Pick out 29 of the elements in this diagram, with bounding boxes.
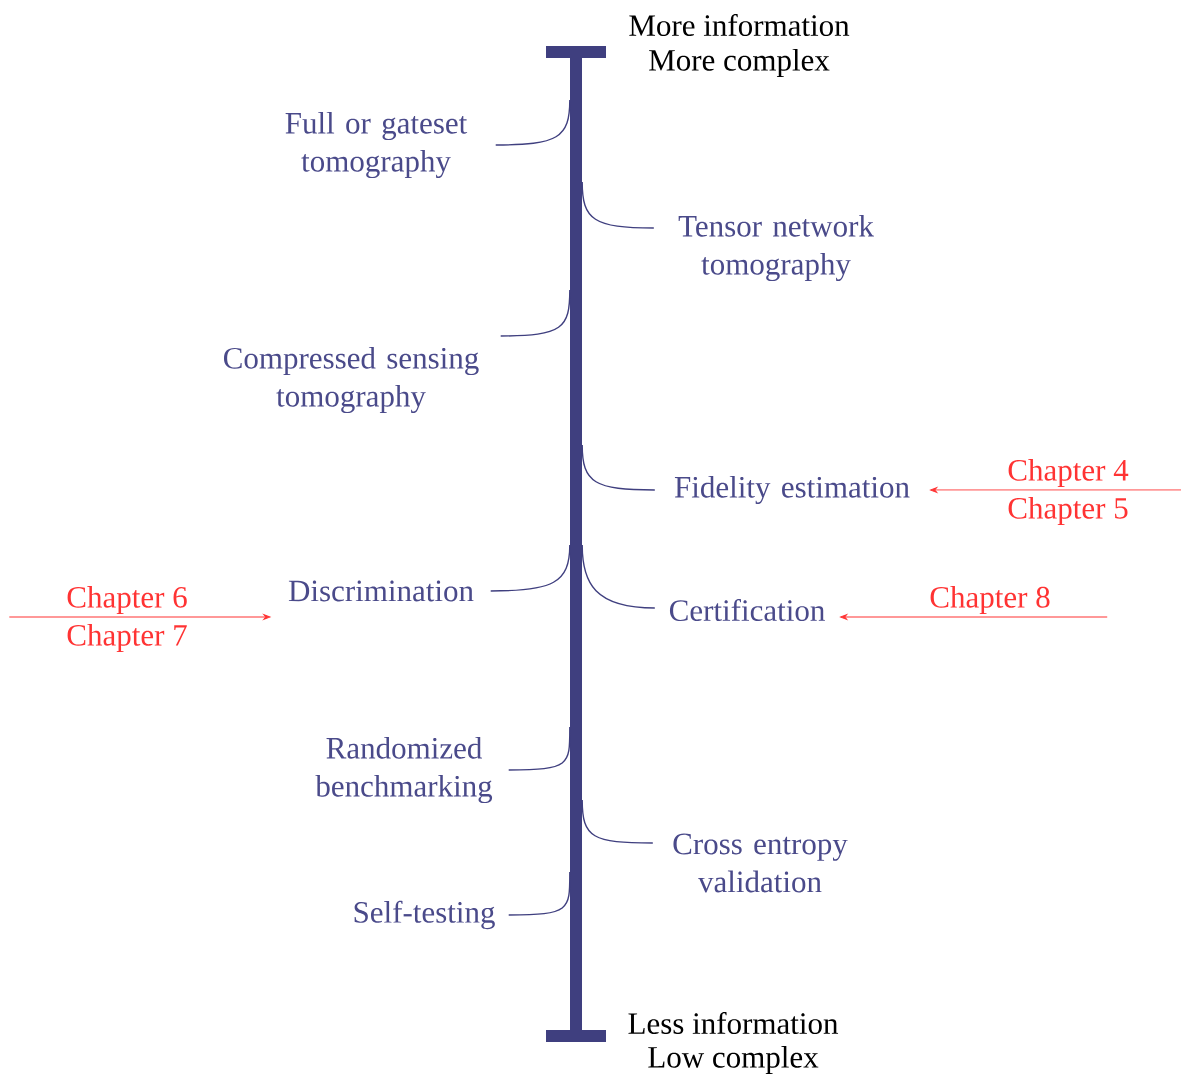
arrow [840, 614, 1108, 620]
arrow [8, 614, 271, 620]
method-label: Certification [669, 598, 825, 622]
scale-bar [546, 46, 606, 1042]
leader-line [581, 799, 654, 844]
method-label: Full or gateset tomography [285, 111, 468, 179]
scale-end-label: Less information [628, 1011, 839, 1035]
method-label: Fidelity estimation [674, 475, 910, 505]
method-label: Self-testing [354, 900, 495, 930]
method-label: Randomized benchmarking [315, 736, 493, 804]
leader-line [500, 289, 571, 337]
leader-line [581, 181, 655, 229]
method-label: Cross entropy validation [673, 833, 848, 893]
scale-end-label: More information [629, 13, 850, 37]
scale-end-label: Low complex [648, 1045, 819, 1075]
leader-line [490, 544, 571, 592]
scale-end-label: More complex [649, 48, 830, 78]
leader-line [508, 726, 571, 771]
chapter-label: Chapter 6 Chapter 7 [67, 585, 187, 653]
chapter-label: Chapter 4 Chapter 5 [1008, 458, 1129, 526]
method-label: Compressed sensing tomography [224, 346, 479, 414]
leader-line [508, 871, 571, 916]
method-label: Tensor network tomography [678, 214, 874, 282]
leader-line [581, 444, 656, 491]
leader-line [581, 544, 656, 609]
method-label: Discrimination [288, 580, 474, 602]
arrow [930, 487, 1181, 493]
chapter-label: Chapter 8 [930, 585, 1050, 615]
leader-line [495, 99, 571, 146]
